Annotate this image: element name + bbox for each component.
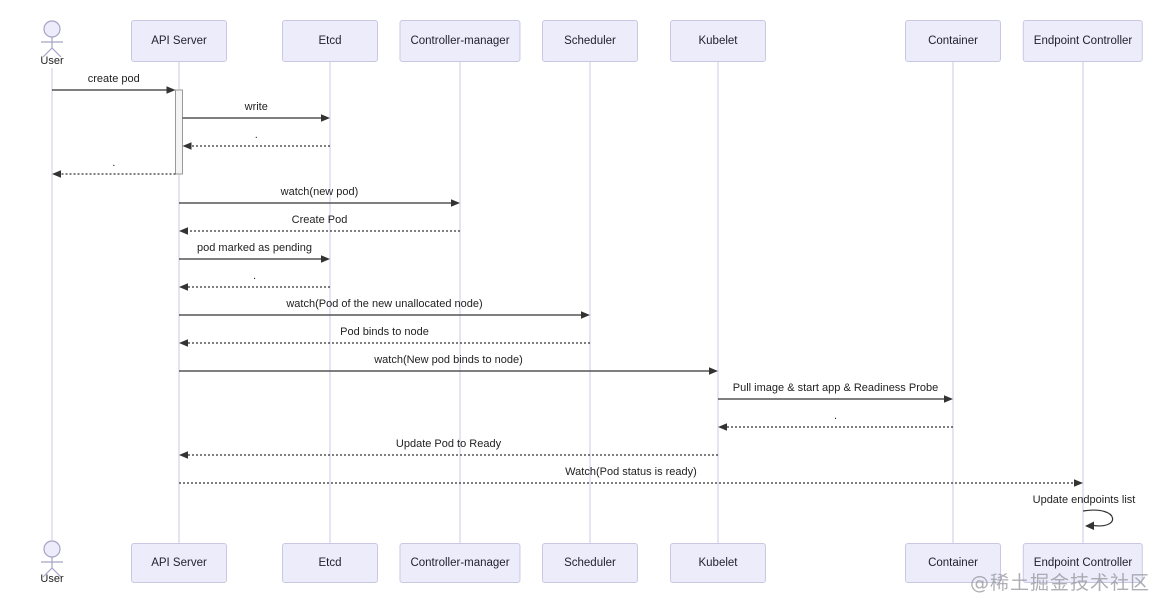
actor-figure-top <box>41 20 63 58</box>
actor-leg-right-top <box>51 47 62 58</box>
participant-label: Scheduler <box>564 557 616 569</box>
message-arrowhead-14 <box>1074 479 1083 487</box>
participant-container-top: Container <box>905 20 1001 62</box>
message-label-1: write <box>244 101 268 113</box>
message-label-13: Update Pod to Ready <box>395 438 502 450</box>
participant-sched-top: Scheduler <box>542 20 638 62</box>
message-label-2: . <box>254 129 258 141</box>
participant-endpoint-bottom: Endpoint Controller <box>1022 543 1144 583</box>
participant-label: Controller-manager <box>410 557 510 569</box>
participant-api-top: API Server <box>131 20 227 62</box>
message-arrowhead-8 <box>581 311 590 319</box>
participant-label: API Server <box>151 35 207 47</box>
actor-label-top: User <box>40 55 64 67</box>
message-label-4: watch(new pod) <box>280 186 359 198</box>
message-label-12: . <box>833 410 838 422</box>
message-label-11: Pull image & start app & Readiness Probe <box>732 382 939 394</box>
participant-kubelet-bottom: Kubelet <box>670 543 766 583</box>
participant-label: Kubelet <box>698 35 738 47</box>
participant-label: Container <box>928 557 978 569</box>
participant-label: Scheduler <box>564 35 616 47</box>
actor-leg-left-bottom <box>42 567 53 578</box>
participant-label: Container <box>928 35 978 47</box>
message-label-14: Watch(Pod status is ready) <box>565 466 697 478</box>
participant-label: API Server <box>151 557 207 569</box>
message-arrowhead-13 <box>179 451 188 459</box>
actor-head-top <box>43 20 61 38</box>
participant-label: Etcd <box>318 35 342 47</box>
actor-leg-right-bottom <box>51 567 62 578</box>
message-arrowhead-9 <box>179 339 188 347</box>
message-arrowhead-6 <box>321 255 330 263</box>
participant-label: Endpoint Controller <box>1033 35 1133 47</box>
watermark: @稀土掘金技术社区 <box>969 572 1150 594</box>
message-label-10: watch(New pod binds to node) <box>374 354 523 366</box>
participant-kubelet-top: Kubelet <box>670 20 766 62</box>
message-label-3: . <box>112 157 116 169</box>
message-label-9: Pod binds to node <box>340 326 429 338</box>
message-label-15: Update endpoints list <box>1032 494 1136 506</box>
message-label-0: create pod <box>87 73 140 85</box>
message-arrowhead-3 <box>52 170 61 178</box>
message-label-6: pod marked as pending <box>197 242 312 254</box>
participant-endpoint-top: Endpoint Controller <box>1022 20 1144 62</box>
participant-etcd-bottom: Etcd <box>282 543 378 583</box>
message-arrowhead-4 <box>451 199 460 207</box>
self-loop-arrowhead-15 <box>1085 521 1094 530</box>
message-arrowhead-2 <box>182 142 192 150</box>
message-arrowhead-1 <box>321 114 330 122</box>
self-loop-15 <box>1082 509 1114 527</box>
message-arrowhead-5 <box>179 227 188 235</box>
participant-container-bottom: Container <box>905 543 1001 583</box>
participant-sched-bottom: Scheduler <box>542 543 638 583</box>
participant-api-bottom: API Server <box>131 543 227 583</box>
participant-label: Etcd <box>318 557 342 569</box>
message-label-5: Create Pod <box>291 214 348 226</box>
participant-label: Kubelet <box>698 557 738 569</box>
message-arrowhead-12 <box>718 423 727 431</box>
actor-label-bottom: User <box>40 573 64 585</box>
participant-etcd-top: Etcd <box>282 20 378 62</box>
message-arrowhead-7 <box>179 283 188 291</box>
participant-cm-bottom: Controller-manager <box>399 543 521 583</box>
message-label-7: . <box>252 270 257 282</box>
message-arrowhead-10 <box>709 367 718 375</box>
participant-label: Controller-manager <box>410 35 510 47</box>
message-arrowhead-0 <box>166 86 176 94</box>
message-label-8: watch(Pod of the new unallocated node) <box>286 298 483 310</box>
message-arrowhead-11 <box>944 395 953 403</box>
participant-cm-top: Controller-manager <box>399 20 521 62</box>
actor-head-bottom <box>43 540 61 558</box>
participant-label: Endpoint Controller <box>1033 557 1133 569</box>
actor-leg-left-top <box>42 47 53 58</box>
actor-figure-bottom <box>41 540 63 578</box>
activation-bar <box>175 89 183 175</box>
